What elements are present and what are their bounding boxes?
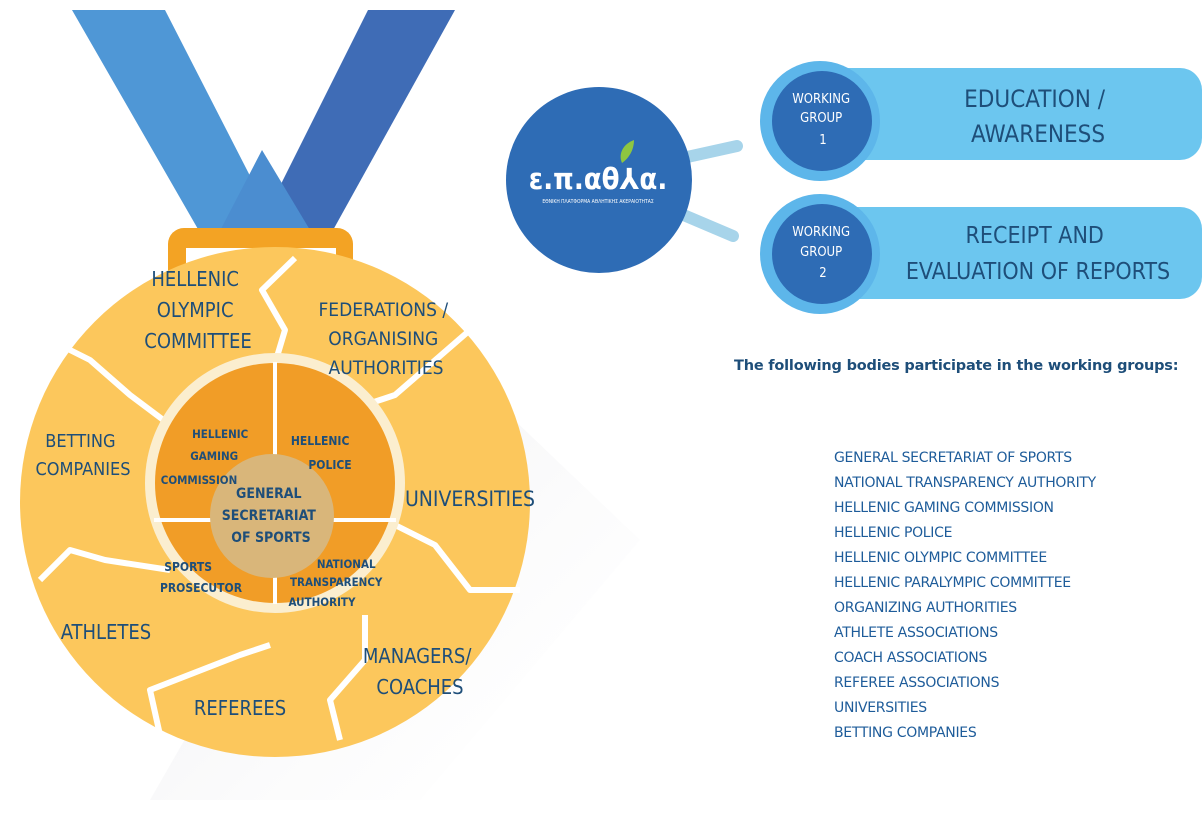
wg1-pill — [818, 68, 1202, 160]
segment-label-referees: REFEREES — [194, 696, 286, 720]
wg1-badge-inner — [772, 71, 872, 171]
list-item: ATHLETE ASSOCIATIONS — [834, 625, 998, 641]
wg2-badge-inner — [772, 204, 872, 304]
segment-label-athletes: ATHLETES — [61, 620, 151, 644]
quadrant-label-gaming: HELLENIC GAMING COMMISSION — [161, 427, 252, 487]
segment-label-betting: BETTING COMPANIES — [35, 431, 130, 480]
list-item: UNIVERSITIES — [834, 700, 927, 716]
ribbon-left — [72, 10, 288, 250]
list-item: ORGANIZING AUTHORITIES — [834, 600, 1017, 616]
wg2-pill — [818, 207, 1202, 299]
logo-subtitle: ΕΘΝΙΚΗ ΠΛΑΤΦΟΡΜΑ ΑΘΛΗΤΙΚΗΣ ΑΚΕΡΑΙΟΤΗΤΑΣ — [542, 199, 654, 205]
ribbon-cross — [210, 150, 322, 250]
wg2-title: RECEIPT AND EVALUATION OF REPORTS — [906, 223, 1170, 285]
participants-heading: The following bodies participate in the … — [734, 358, 1179, 374]
list-item: BETTING COMPANIES — [834, 725, 977, 741]
list-item: HELLENIC OLYMPIC COMMITTEE — [834, 550, 1047, 566]
segment-label-managers: MANAGERS/ COACHES — [363, 644, 477, 699]
center-disk — [210, 454, 334, 578]
list-item: HELLENIC PARALYMPIC COMMITTEE — [834, 575, 1071, 591]
wg1-badge: WORKING GROUP 1 — [792, 92, 854, 148]
segment-label-hoc: HELLENIC OLYMPIC COMMITTEE — [144, 267, 251, 353]
list-item: HELLENIC POLICE — [834, 525, 953, 541]
list-item: NATIONAL TRANSPARENCY AUTHORITY — [834, 475, 1096, 491]
list-item: GENERAL SECRETARIAT OF SPORTS — [834, 450, 1072, 466]
segment-dividers — [37, 255, 520, 741]
leaf-icon — [620, 140, 634, 163]
logo-circle — [506, 87, 692, 273]
logo-mark: ε.π.αθ⅄α. — [529, 162, 668, 196]
list-item: COACH ASSOCIATIONS — [834, 650, 988, 666]
quadrant-label-police: HELLENIC POLICE — [291, 434, 353, 472]
segment-label-federations: FEDERATIONS / ORGANISING AUTHORITIES — [318, 299, 453, 379]
segment-label-universities: UNIVERSITIES — [405, 487, 535, 511]
quadrant-label-transparency: NATIONAL TRANSPARENCY AUTHORITY — [289, 557, 387, 609]
ribbon-right — [248, 10, 455, 250]
list-item: HELLENIC GAMING COMMISSION — [834, 500, 1054, 516]
wg1-title: EDUCATION / AWARENESS — [964, 85, 1112, 148]
quadrant-label-prosecutor: SPORTS PROSECUTOR — [160, 560, 243, 595]
center-label: GENERAL SECRETARIAT OF SPORTS — [222, 486, 321, 546]
list-item: REFEREE ASSOCIATIONS — [834, 675, 1000, 691]
participants-list: GENERAL SECRETARIAT OF SPORTS NATIONAL T… — [834, 446, 1096, 746]
wg2-badge: WORKING GROUP 2 — [792, 225, 854, 281]
